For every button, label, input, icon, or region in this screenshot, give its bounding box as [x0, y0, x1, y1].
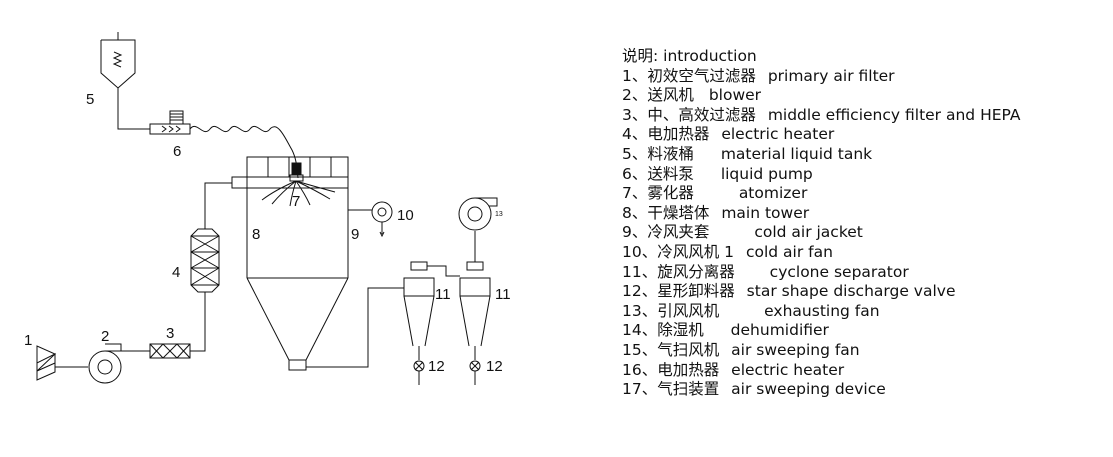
label-5: 5 — [86, 91, 94, 108]
legend-item: 3、中、高效过滤器 middle efficiency filter and H… — [622, 106, 1020, 126]
air-path — [36, 182, 232, 384]
legend-item: 11、旋风分离器 cyclone separator — [622, 263, 1020, 283]
legend-item-en: air sweeping fan — [731, 340, 860, 359]
legend-item: 5、料液桶 material liquid tank — [622, 145, 1020, 165]
liquid-pump — [149, 110, 191, 135]
legend-item: 6、送料泵 liquid pump — [622, 165, 1020, 185]
legend: 说明: introduction 1、初效空气过滤器 primary air f… — [622, 47, 1020, 400]
legend-item-en: blower — [708, 86, 762, 105]
label-9: 9 — [351, 226, 359, 243]
label-4: 4 — [172, 264, 180, 281]
legend-item-zh: 6、送料泵 — [622, 164, 694, 183]
legend-item: 13、引风风机 exhausting fan — [622, 302, 1020, 322]
label-3: 3 — [166, 325, 174, 342]
legend-item-en: exhausting fan — [764, 301, 880, 320]
legend-item: 9、冷风夹套 cold air jacket — [622, 223, 1020, 243]
legend-item-en: atomizer — [738, 184, 808, 203]
atomizer — [261, 162, 336, 207]
legend-item-en: cold air jacket — [754, 223, 863, 242]
legend-item: 15、气扫风机 air sweeping fan — [622, 341, 1020, 361]
legend-item: 16、电加热器 electric heater — [622, 361, 1020, 381]
cyclone-separator-2 — [459, 231, 491, 385]
legend-item-zh: 1、初效空气过滤器 — [622, 66, 756, 85]
label-7: 7 — [292, 193, 300, 210]
legend-item-zh: 9、冷风夹套 — [622, 223, 710, 242]
main-tower — [246, 156, 349, 371]
label-11a: 11 — [435, 286, 451, 303]
label-10: 10 — [397, 207, 414, 224]
spray-dryer-diagram: 1 2 3 4 5 6 7 8 9 10 11 11 12 12 13 — [24, 32, 511, 385]
legend-item-en: main tower — [721, 203, 810, 222]
legend-item: 7、雾化器 atomizer — [622, 184, 1020, 204]
legend-item-zh: 3、中、高效过滤器 — [622, 105, 756, 124]
legend-item: 17、气扫装置 air sweeping device — [622, 380, 1020, 400]
legend-item-en: material liquid tank — [720, 144, 873, 163]
legend-item-en: star shape discharge valve — [746, 282, 956, 301]
legend-item-zh: 13、引风风机 — [622, 301, 720, 320]
legend-item-zh: 14、除湿机 — [622, 321, 704, 340]
exhausting-fan — [458, 197, 498, 231]
legend-item-en: cold air fan — [745, 242, 833, 261]
legend-item: 14、除湿机 dehumidifier — [622, 321, 1020, 341]
legend-item-en: liquid pump — [720, 164, 813, 183]
legend-item: 1、初效空气过滤器 primary air filter — [622, 67, 1020, 87]
legend-item-zh: 17、气扫装置 — [622, 380, 720, 399]
outlet-duct — [306, 287, 404, 368]
legend-item-zh: 7、雾化器 — [622, 184, 694, 203]
label-2: 2 — [101, 328, 109, 345]
material-liquid-tank — [100, 32, 136, 101]
label-6: 6 — [173, 143, 181, 160]
legend-item-zh: 16、电加热器 — [622, 360, 720, 379]
legend-item-zh: 11、旋风分离器 — [622, 262, 735, 281]
legend-item: 4、电加热器 electric heater — [622, 125, 1020, 145]
label-8: 8 — [252, 226, 260, 243]
legend-item-en: primary air filter — [767, 66, 895, 85]
legend-item-zh: 8、干燥塔体 — [622, 203, 710, 222]
label-13: 13 — [495, 211, 503, 218]
label-11b: 11 — [495, 286, 511, 303]
legend-item: 8、干燥塔体 main tower — [622, 204, 1020, 224]
label-1: 1 — [24, 332, 32, 349]
legend-item: 12、星形卸料器 star shape discharge valve — [622, 282, 1020, 302]
legend-item-en: cyclone separator — [769, 262, 909, 281]
legend-item-zh: 5、料液桶 — [622, 144, 694, 163]
legend-item-en: dehumidifier — [730, 321, 829, 340]
pipe-tank-to-pump — [117, 101, 150, 130]
label-12b: 12 — [486, 358, 503, 375]
label-12a: 12 — [428, 358, 445, 375]
legend-item-zh: 4、电加热器 — [622, 125, 710, 144]
legend-item-en: electric heater — [731, 360, 845, 379]
legend-item: 2、送风机 blower — [622, 86, 1020, 106]
legend-item-en: air sweeping device — [731, 380, 886, 399]
legend-item-en: electric heater — [721, 125, 835, 144]
legend-item-zh: 10、冷风风机 1 — [622, 242, 735, 261]
cyclone-separator-1 — [403, 261, 460, 385]
legend-item-en: middle efficiency filter and HEPA — [767, 105, 1021, 124]
legend-item-zh: 2、送风机 — [622, 86, 694, 105]
feed-hose — [189, 125, 299, 179]
legend-item-zh: 12、星形卸料器 — [622, 282, 735, 301]
legend-item-zh: 15、气扫风机 — [622, 340, 720, 359]
cold-air-fan — [348, 201, 393, 238]
legend-item: 10、冷风风机 1 cold air fan — [622, 243, 1020, 263]
legend-title: 说明: introduction — [622, 47, 757, 65]
